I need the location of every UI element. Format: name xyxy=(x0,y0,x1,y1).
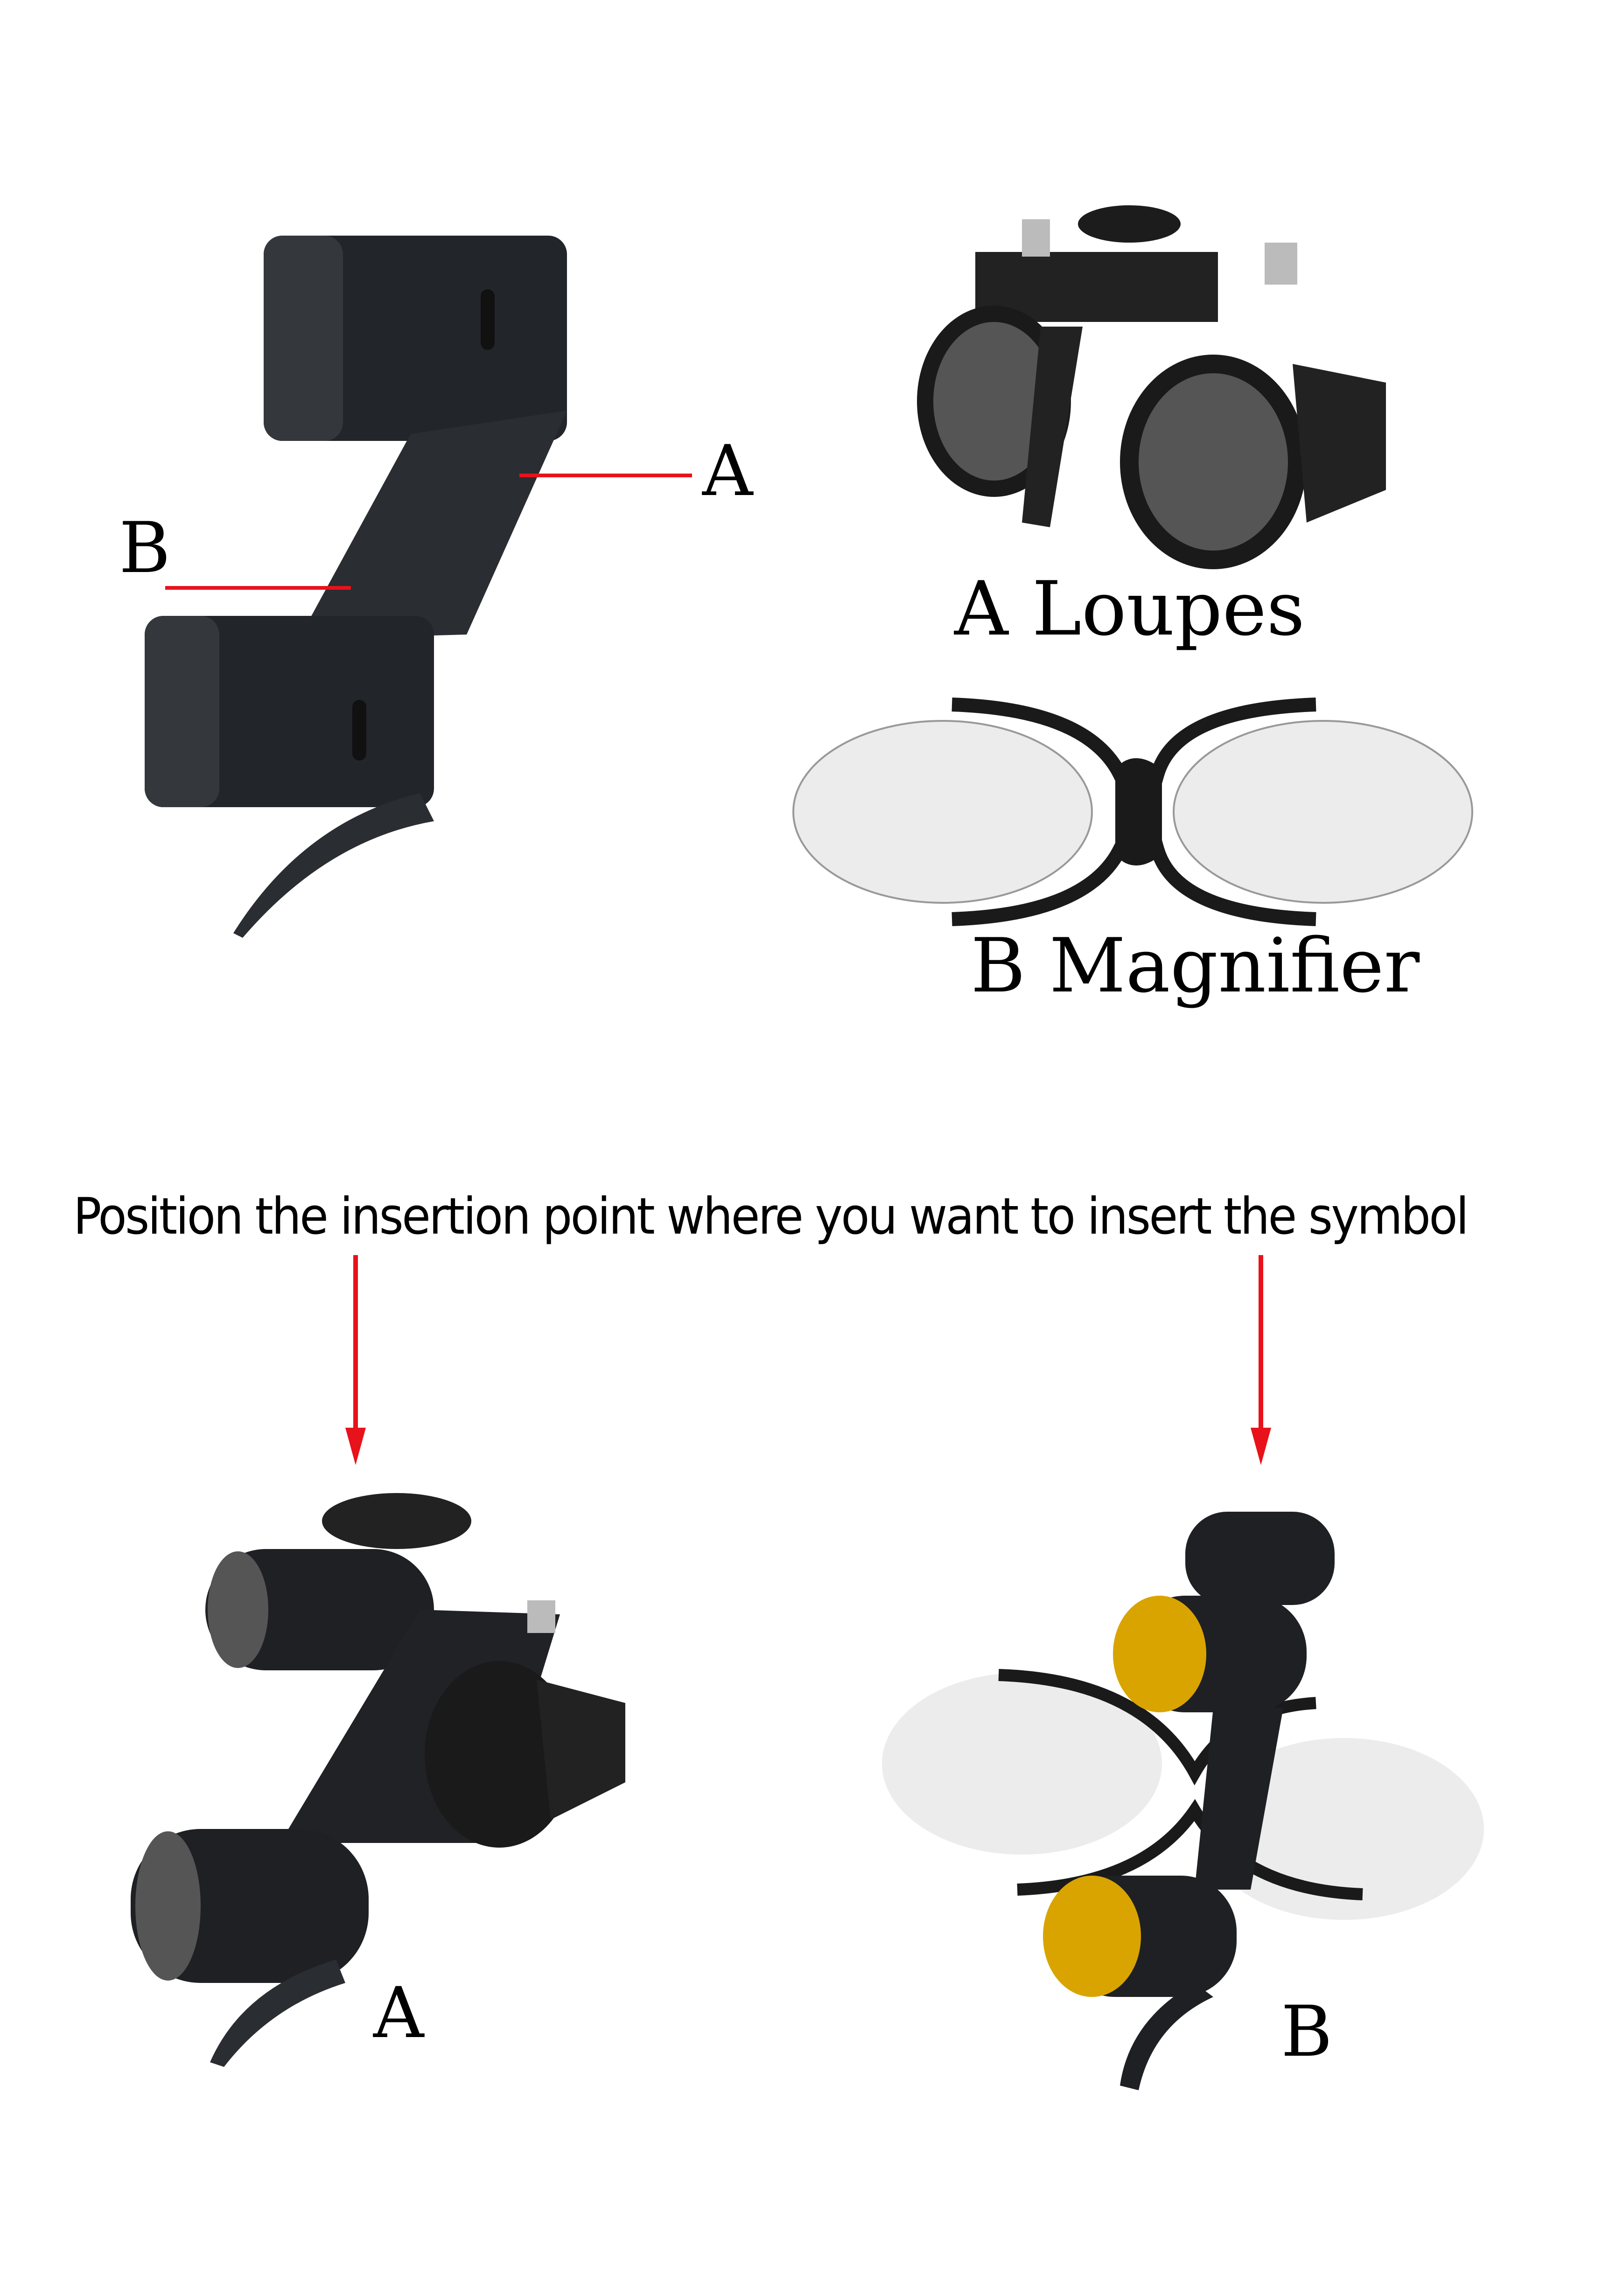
adapter-device-image xyxy=(145,236,567,938)
arrow-right xyxy=(1251,1255,1271,1465)
label-a-top: A xyxy=(702,431,753,512)
arrow-left xyxy=(345,1255,366,1465)
instruction-text: Position the insertion point where you w… xyxy=(73,1187,1469,1246)
label-b-top: B xyxy=(119,508,171,589)
loupes-assembled-image xyxy=(131,1493,625,2067)
label-a-bottom: A xyxy=(373,1973,424,2054)
magnifier-caption: B Magnifier xyxy=(971,922,1420,1009)
label-b-bottom: B xyxy=(1281,1991,1333,2073)
loupes-caption: A Loupes xyxy=(954,565,1305,652)
magnifier-image xyxy=(792,698,1473,926)
loupes-image xyxy=(917,205,1386,569)
magnifier-assembled-image xyxy=(882,1512,1484,2090)
